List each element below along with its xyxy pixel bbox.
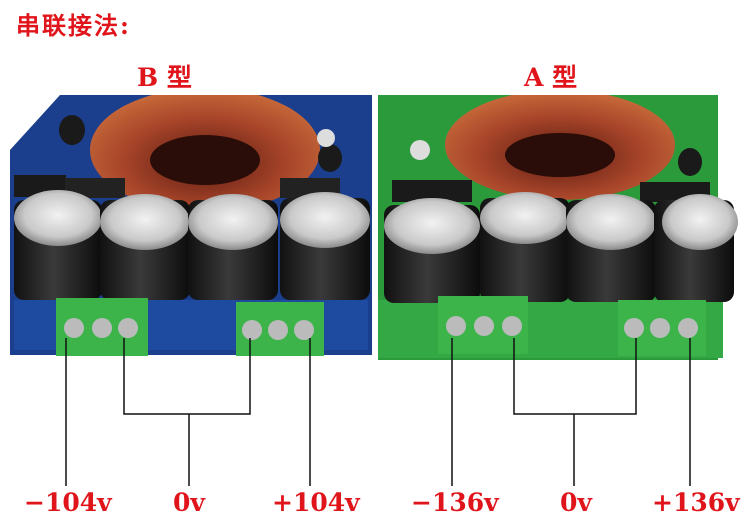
board-b-neg-voltage: −104v bbox=[24, 488, 112, 517]
board-b-label: B 型 bbox=[137, 63, 192, 92]
wire-b-zero-left bbox=[123, 338, 251, 415]
board-a-terminal-left bbox=[438, 296, 528, 354]
board-b-pcb bbox=[10, 95, 372, 356]
board-a-terminal-right bbox=[618, 300, 706, 356]
board-a-pos-voltage: +136v bbox=[652, 488, 740, 517]
board-b-pos-voltage: +104v bbox=[272, 488, 360, 517]
board-a-label: A 型 bbox=[524, 63, 578, 92]
board-b-zero-voltage: 0v bbox=[173, 488, 205, 517]
page-title: 串联接法: bbox=[16, 11, 131, 40]
wire-a-zero bbox=[513, 338, 637, 415]
power-boards-photo bbox=[10, 95, 738, 360]
board-a-neg-voltage: −136v bbox=[411, 488, 499, 517]
board-b-terminal-left bbox=[56, 298, 148, 356]
board-a-zero-voltage: 0v bbox=[560, 488, 592, 517]
board-a-pcb bbox=[378, 95, 738, 360]
